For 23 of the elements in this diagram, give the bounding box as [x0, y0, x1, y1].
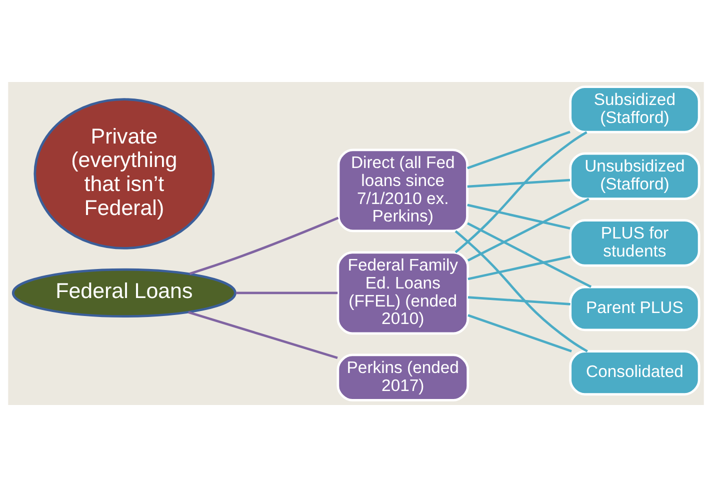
- node-ellipse: Federal Loans: [12, 268, 236, 318]
- node-box: PLUS for students: [569, 219, 700, 267]
- connector: [467, 204, 570, 230]
- connector: [189, 216, 339, 275]
- connector: [467, 222, 592, 288]
- connector: [454, 230, 588, 352]
- connector: [467, 178, 570, 188]
- node-box: Subsidized (Stafford): [569, 86, 700, 134]
- node-ellipse: Private (everything that isn’t Federal): [34, 98, 215, 250]
- connector: [467, 198, 590, 262]
- connector: [468, 314, 572, 352]
- node-box: Direct (all Fed loans since 7/1/2010 ex. Perkins): [337, 148, 468, 232]
- connector: [236, 292, 338, 294]
- node-box: Unsubsidized (Stafford): [569, 152, 700, 200]
- node-box: Perkins (ended 2017): [336, 354, 470, 402]
- node-box: Parent PLUS: [569, 286, 700, 332]
- connector: [454, 131, 588, 254]
- connector: [188, 311, 338, 360]
- connector: [468, 256, 571, 280]
- node-box: Consolidated: [569, 350, 700, 396]
- connector: [466, 130, 570, 170]
- connector: [468, 296, 570, 306]
- node-box: Federal Family Ed. Loans (FFEL) (ended 2010): [336, 251, 470, 335]
